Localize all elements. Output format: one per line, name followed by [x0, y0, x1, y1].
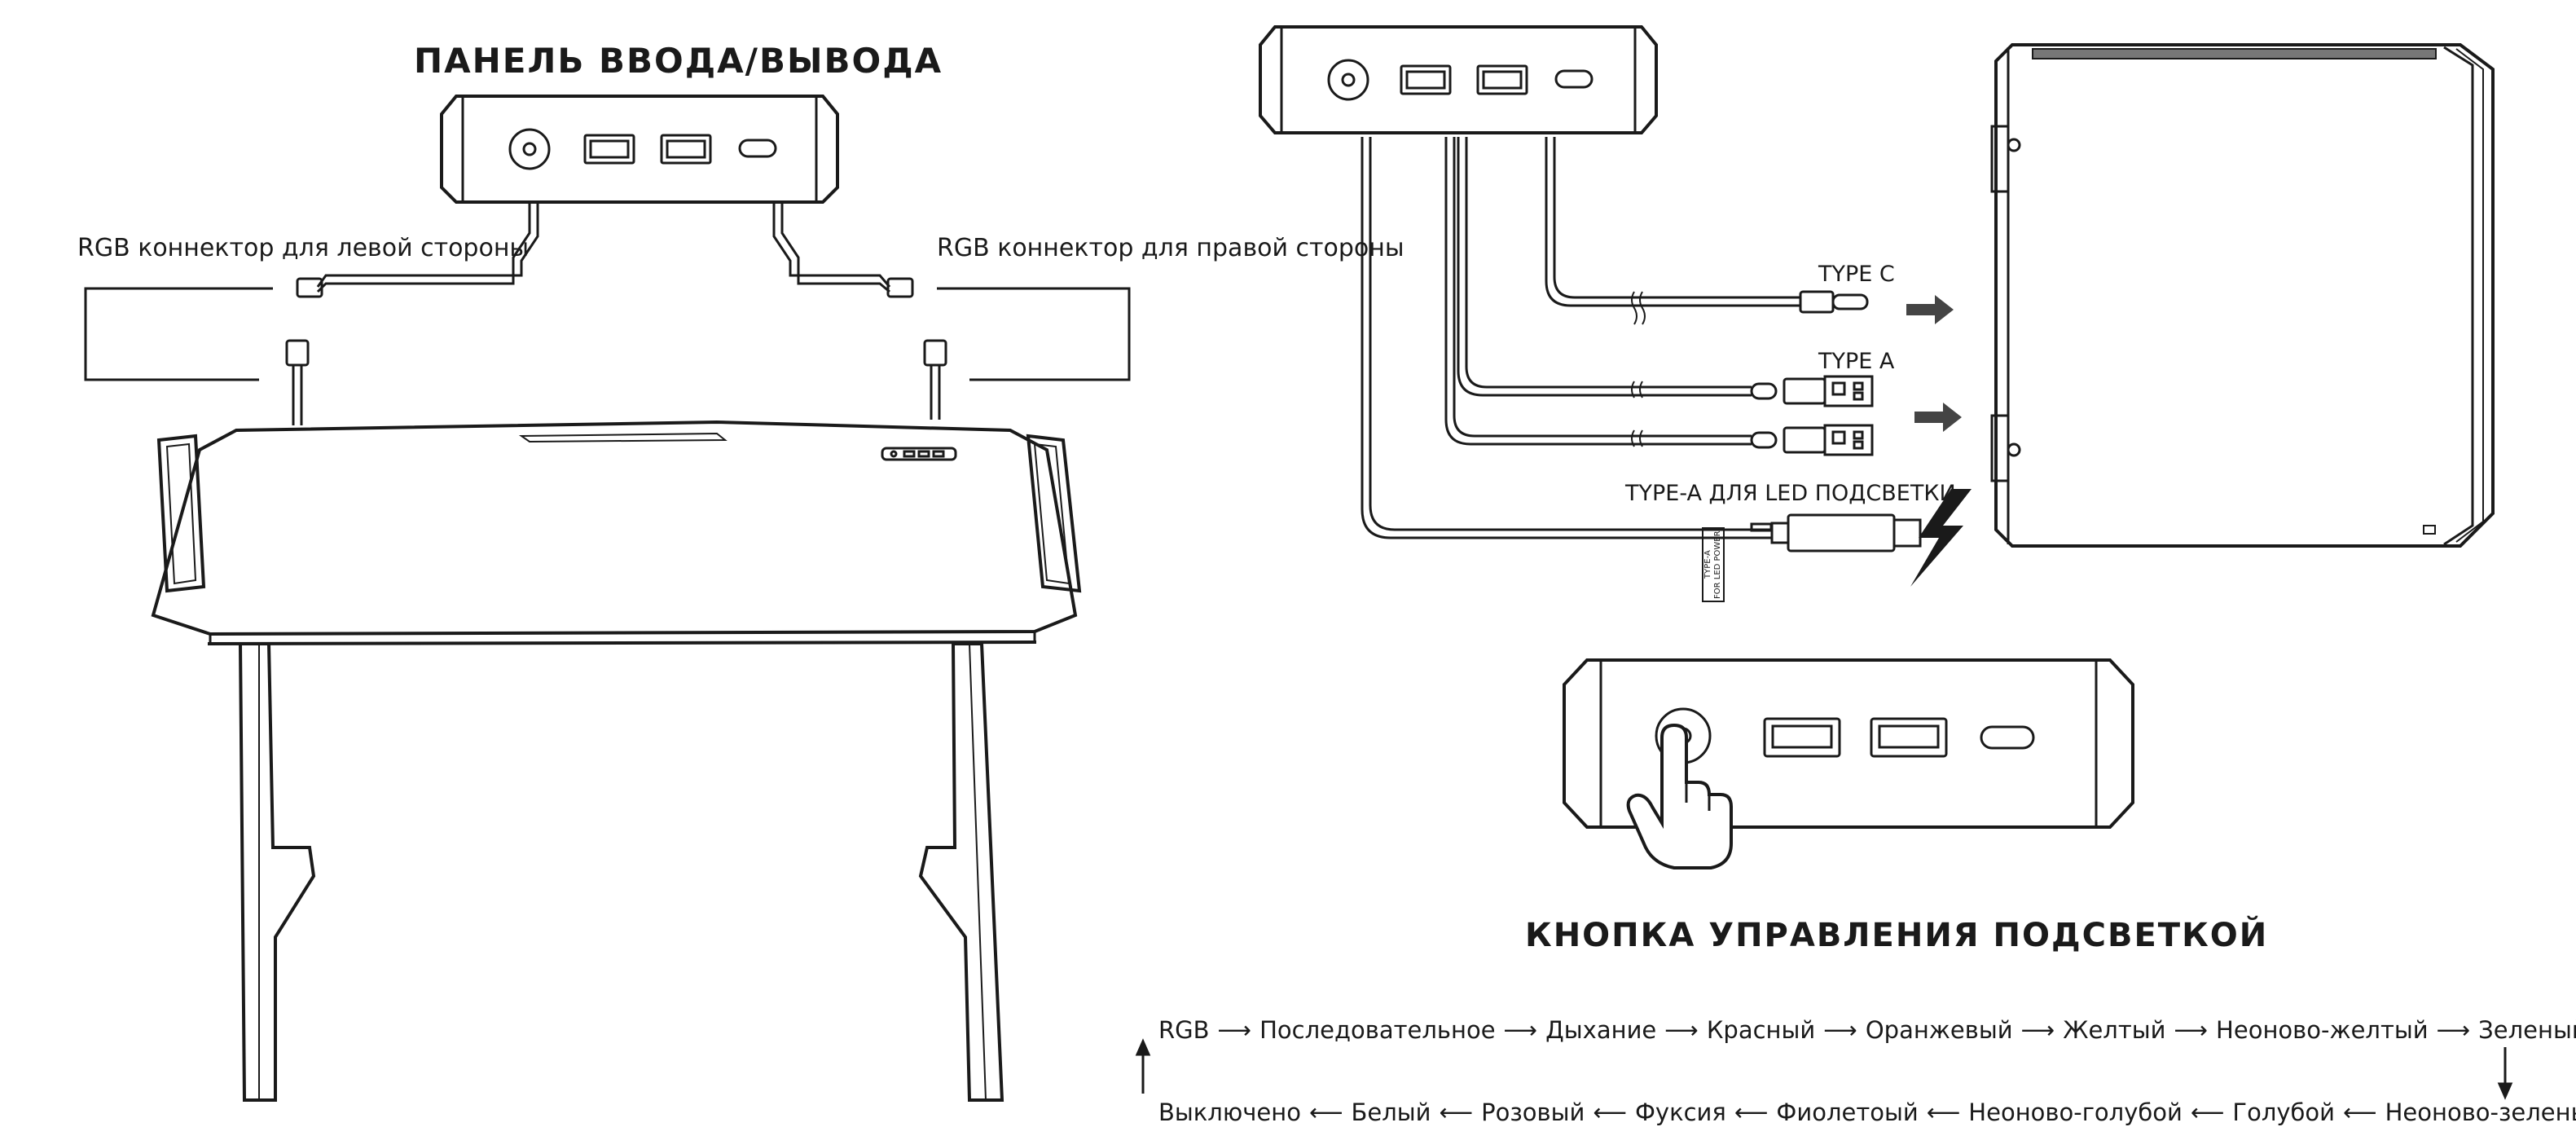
seq-item: Неоново-зеленый: [2385, 1098, 2576, 1126]
type-a-led-label: TYPE-A ДЛЯ LED ПОДСВЕТКИ: [1625, 481, 1956, 506]
seq-item: Неоново-голубой: [1968, 1098, 2183, 1126]
seq-item: Выключено: [1158, 1098, 1301, 1126]
seq-item: Красный: [1706, 1016, 1816, 1044]
seq-item: Белый: [1351, 1098, 1431, 1126]
arrow-left-icon: ⟵: [1926, 1098, 1961, 1126]
seq-item: Желтый: [2063, 1016, 2166, 1044]
control-title: КНОПКА УПРАВЛЕНИЯ ПОДСВЕТКОЙ: [1525, 917, 2269, 954]
seq-item: Фиолетоый: [1776, 1098, 1919, 1126]
left-rgb-label: RGB коннектор для левой стороны: [77, 234, 530, 262]
type-c-label: TYPE C: [1818, 262, 1895, 287]
pc-case: [1990, 43, 2495, 548]
arrow-right-icon: ⟶: [1503, 1016, 1538, 1044]
io-panel-left: [296, 95, 914, 298]
arrow-right-icon: ⟶: [2174, 1016, 2209, 1044]
seq-item: Голубой: [2232, 1098, 2336, 1126]
lightning-icon: [1910, 489, 1972, 587]
arrow-left-icon: ⟵: [2190, 1098, 2225, 1126]
cable-bundle: [1361, 137, 1922, 602]
arrow-right-icon: [1906, 295, 1962, 432]
io-panel-title: ПАНЕЛЬ ВВОДА/ВЫВОДА: [414, 41, 943, 81]
arrow-left-icon: ⟵: [1308, 1098, 1343, 1126]
seq-item: Дыхание: [1545, 1016, 1657, 1044]
arrow-right-icon: ⟶: [1217, 1016, 1252, 1044]
arrow-right-icon: ⟶: [2020, 1016, 2055, 1044]
control-panel: [1563, 658, 2134, 829]
arrow-left-icon: ⟵: [1734, 1098, 1769, 1126]
desk-rgb-connectors: [84, 287, 1131, 425]
arrow-right-icon: ⟶: [1664, 1016, 1699, 1044]
right-rgb-label: RGB коннектор для правой стороны: [937, 234, 1404, 262]
arrow-right-icon: ⟶: [2436, 1016, 2471, 1044]
seq-item: Неоново-желтый: [2216, 1016, 2429, 1044]
seq-item: Зеленый: [2478, 1016, 2576, 1044]
sequence-bottom-row: Выключено ⟵ Белый ⟵ Розовый ⟵ Фуксия ⟵ Ф…: [1158, 1101, 2576, 1125]
sequence-top-row: RGB ⟶ Последовательное ⟶ Дыхание ⟶ Красн…: [1158, 1019, 2576, 1042]
cable-tag-line2: FOR LED POWER: [1713, 530, 1722, 599]
io-panel-center: [1259, 25, 1658, 134]
cable-tag-line1: TYPE-A: [1703, 550, 1712, 579]
desk: [151, 420, 1082, 1102]
seq-item: Последовательное: [1259, 1016, 1496, 1044]
sequence-side-arrows: [1135, 1038, 2513, 1100]
seq-item: Фуксия: [1634, 1098, 1726, 1126]
cable-tag: TYPE-A FOR LED POWER: [1703, 530, 1723, 600]
seq-item: Розовый: [1481, 1098, 1585, 1126]
type-a-label: TYPE A: [1818, 349, 1895, 374]
seq-item: Оранжевый: [1865, 1016, 2013, 1044]
arrow-left-icon: ⟵: [1593, 1098, 1627, 1126]
hand-pointer-icon: [1626, 723, 1733, 869]
arrow-right-icon: ⟶: [1823, 1016, 1857, 1044]
arrow-left-icon: ⟵: [1439, 1098, 1474, 1126]
arrow-left-icon: ⟵: [2343, 1098, 2377, 1126]
seq-item: RGB: [1158, 1016, 1210, 1044]
